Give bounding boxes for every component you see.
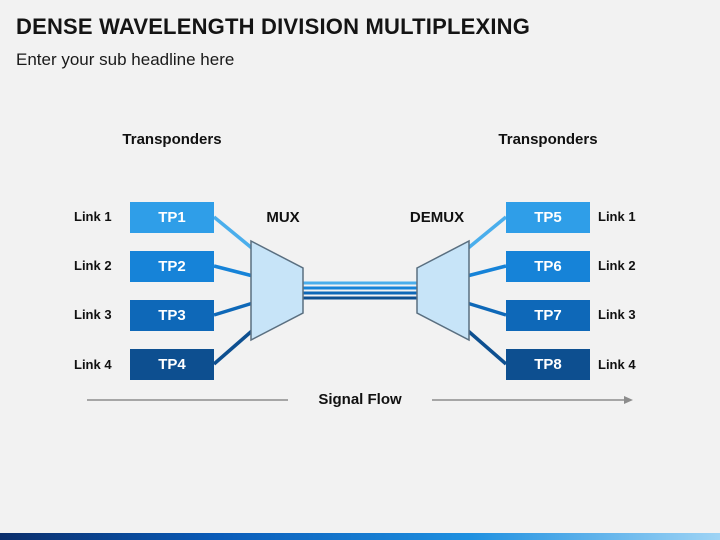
page-subtitle: Enter your sub headline here <box>16 50 235 69</box>
tp5-box: TP5 <box>506 202 590 233</box>
left-link-2-label: Link 2 <box>74 258 112 273</box>
right-fiber-2 <box>466 264 507 278</box>
left-fiber-4 <box>212 328 255 366</box>
tp3-box: TP3 <box>130 300 214 331</box>
page-title: DENSE WAVELENGTH DIVISION MULTIPLEXING <box>16 14 531 39</box>
right-fiber-1 <box>465 215 508 251</box>
left-link-4-label: Link 4 <box>74 357 112 372</box>
tp4-box: TP4 <box>130 349 214 380</box>
bottom-accent-bar <box>0 533 720 540</box>
right-fiber-4 <box>465 328 508 366</box>
mux-trapezoid <box>250 239 304 342</box>
left-fiber-1 <box>212 215 255 251</box>
left-link-1-label: Link 1 <box>74 209 112 224</box>
left-fiber-2 <box>213 264 254 278</box>
signal-flow-arrow <box>87 396 633 404</box>
demux-trapezoid <box>416 239 470 342</box>
tp6-box: TP6 <box>506 251 590 282</box>
tp2-box: TP2 <box>130 251 214 282</box>
right-link-4-label: Link 4 <box>598 357 636 372</box>
left-transponders-label: Transponders <box>122 131 222 148</box>
left-link-3-label: Link 3 <box>74 307 112 322</box>
right-link-3-label: Link 3 <box>598 307 636 322</box>
tp8-box: TP8 <box>506 349 590 380</box>
right-fiber-3 <box>466 301 507 317</box>
mux-label: MUX <box>266 209 300 226</box>
right-fiber-lines <box>465 215 508 366</box>
demux-label: DEMUX <box>409 209 465 226</box>
right-link-1-label: Link 1 <box>598 209 636 224</box>
left-fiber-lines <box>212 215 255 366</box>
tp1-box: TP1 <box>130 202 214 233</box>
right-link-2-label: Link 2 <box>598 258 636 273</box>
tp7-box: TP7 <box>506 300 590 331</box>
signal-flow-label: Signal Flow <box>318 391 402 408</box>
trunk-fiber-bundle <box>303 281 417 300</box>
right-transponders-label: Transponders <box>498 131 598 148</box>
signal-flow-arrowhead <box>624 396 633 404</box>
left-fiber-3 <box>213 301 254 317</box>
